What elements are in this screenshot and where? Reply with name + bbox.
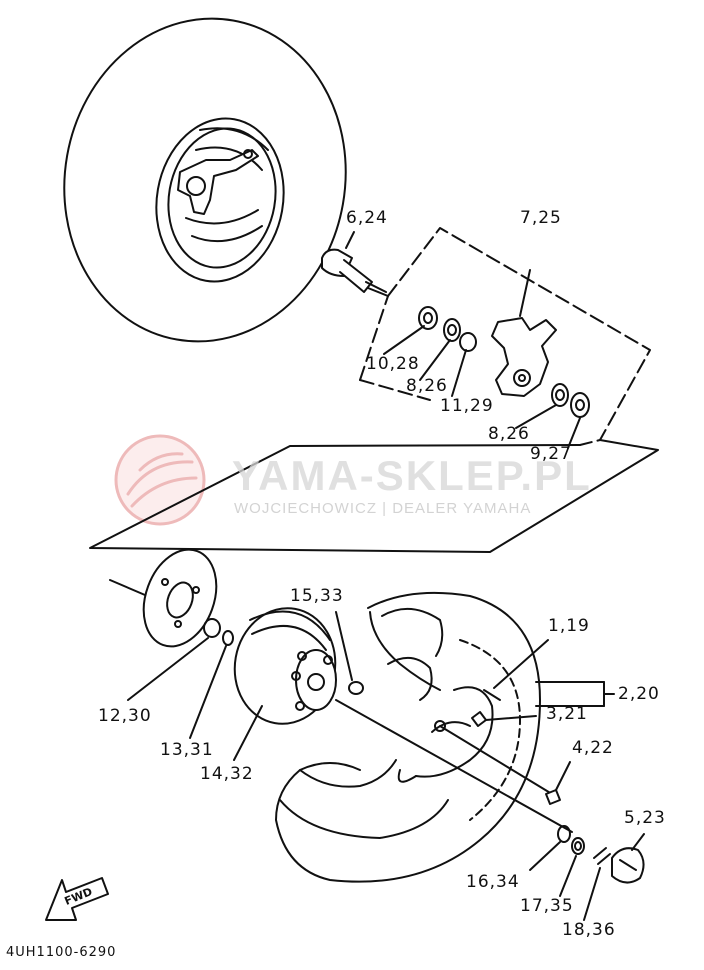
lower-bearings [515,383,590,449]
brake-plate [109,548,218,648]
callout-5-23: 5,23 [624,808,666,828]
assembled-wheel-view [63,17,347,343]
knuckle [491,269,557,397]
callout-4-22: 4,22 [572,738,614,758]
callout-7-25: 7,25 [520,208,562,228]
callout-18-36: 18,36 [562,920,616,940]
seal-rings [127,618,234,739]
watermark-brand: YAMA-SKLEP.PL [232,452,592,499]
nut [545,761,571,805]
callout-17-35: 17,35 [520,896,574,916]
wheel-bolt [335,611,364,695]
callout-1-19: 1,19 [548,616,590,636]
callout-12-30: 12,30 [98,706,152,726]
fwd-arrow-icon [45,877,109,921]
drawing-code: 4UH1100-6290 [6,945,117,960]
callout-8-26-upper: 8,26 [406,376,448,396]
spindle-pin [321,231,389,297]
callout-16-34: 16,34 [466,872,520,892]
watermark-logo-icon [114,434,206,526]
platform-outline [89,439,659,553]
axle-hardware [529,825,645,921]
callout-2-20: 2,20 [618,684,660,704]
callout-10-28: 10,28 [366,354,420,374]
callout-13-31: 13,31 [160,740,214,760]
hub-drum [233,607,337,761]
callout-9-27: 9,27 [530,444,572,464]
callout-15-33: 15,33 [290,586,344,606]
callout-14-32: 14,32 [200,764,254,784]
callout-11-29: 11,29 [440,396,494,416]
callout-8-26-lower: 8,26 [488,424,530,444]
exploded-wheel [275,591,615,883]
watermark-tagline: WOJCIECHOWICZ | DEALER YAMAHA [234,500,532,517]
upper-washers [383,306,477,397]
callout-3-21: 3,21 [546,704,588,724]
axle-line [335,699,573,833]
callout-6-24: 6,24 [346,208,388,228]
knuckle-group-outline [359,227,651,446]
